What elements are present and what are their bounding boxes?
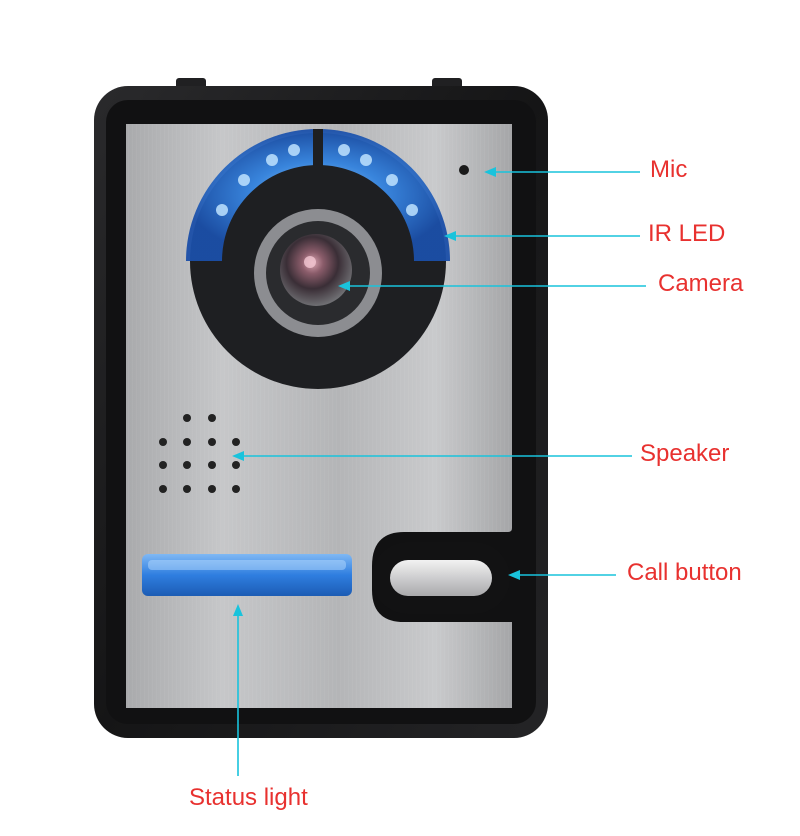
- speaker-hole: [232, 438, 240, 446]
- call-button[interactable]: [390, 560, 492, 596]
- status-light-highlight: [148, 560, 346, 570]
- label-status-light: Status light: [189, 784, 308, 811]
- speaker-hole: [208, 461, 216, 469]
- ir-led-dot: [288, 144, 300, 156]
- ir-led-ring: [186, 129, 450, 261]
- leader-lines: [232, 167, 646, 776]
- speaker-hole: [208, 438, 216, 446]
- label-ir-led: IR LED: [648, 220, 726, 247]
- ir-led-dot: [360, 154, 372, 166]
- speaker-hole: [183, 438, 191, 446]
- mic-hole: [459, 165, 469, 175]
- label-mic: Mic: [650, 156, 688, 183]
- arrowhead-status-light: [233, 604, 243, 616]
- arrowhead-camera: [338, 281, 350, 291]
- speaker-hole: [183, 461, 191, 469]
- speaker-hole: [183, 485, 191, 493]
- status-light-bar: [142, 554, 352, 596]
- ir-led-dot: [238, 174, 250, 186]
- arrowhead-speaker: [232, 451, 244, 461]
- camera-lens: [280, 234, 352, 306]
- speaker-hole: [232, 485, 240, 493]
- ir-led-dot: [406, 204, 418, 216]
- speaker-hole: [208, 485, 216, 493]
- speaker-hole: [208, 414, 216, 422]
- speaker-hole: [159, 461, 167, 469]
- speaker-grille: [159, 414, 240, 493]
- ir-led-dots: [216, 144, 418, 216]
- label-speaker: Speaker: [640, 440, 730, 467]
- arrowhead-mic: [484, 167, 496, 177]
- speaker-hole: [159, 438, 167, 446]
- label-camera: Camera: [658, 270, 744, 297]
- ir-led-dot: [386, 174, 398, 186]
- speaker-hole: [159, 485, 167, 493]
- arrowhead-ir-led: [444, 231, 456, 241]
- ir-led-dot: [338, 144, 350, 156]
- ir-led-dot: [266, 154, 278, 166]
- speaker-hole: [232, 461, 240, 469]
- camera-lens-glint: [304, 256, 316, 268]
- label-call-button: Call button: [627, 559, 742, 586]
- arrowhead-call-button: [508, 570, 520, 580]
- speaker-hole: [183, 414, 191, 422]
- ir-led-dot: [216, 204, 228, 216]
